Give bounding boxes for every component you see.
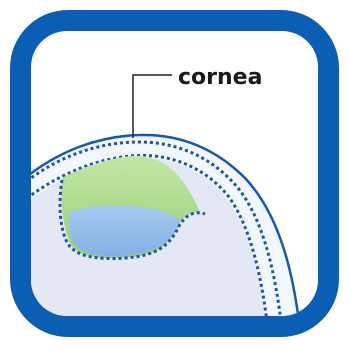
eye-cross-section	[31, 133, 302, 316]
pupil-region	[68, 205, 180, 257]
dotted-outline-outer	[31, 140, 284, 316]
cornea-leader-line	[132, 74, 172, 138]
cornea-label: cornea	[178, 65, 262, 90]
dotted-outline-lens	[58, 179, 206, 260]
dotted-outline-inner	[31, 153, 270, 316]
